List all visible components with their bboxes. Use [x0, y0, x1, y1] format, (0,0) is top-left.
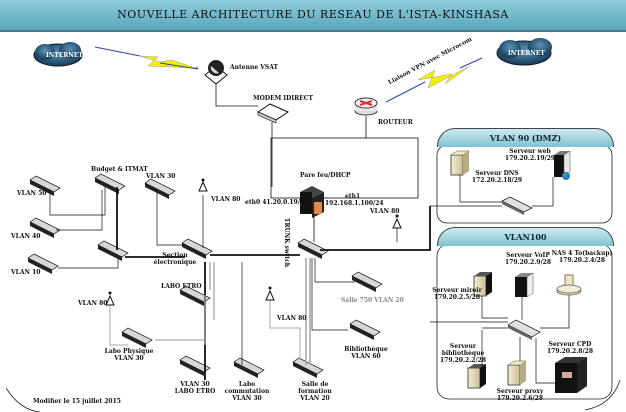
network-boundary-arc — [5, 387, 41, 412]
voip-server-ip: 179.20.2.9/28 — [504, 259, 552, 266]
switch-vlan50-icon — [29, 175, 61, 196]
salle-formation-label-1: Salle de — [301, 381, 329, 388]
switch-vlan30-top-icon — [144, 178, 176, 199]
router-label: ROUTEUR — [378, 119, 413, 126]
switch-salle-750-icon — [351, 271, 383, 292]
bibliotheque-label-1: Bibliothèque — [344, 346, 388, 353]
mirror-server-name: Serveur miroir — [432, 287, 482, 294]
switch-labo-commutation-icon — [233, 357, 265, 378]
web-server-ip: 179.20.2.19/29 — [504, 155, 556, 162]
firewall-eth1-ip: 192.168.1.100/24 — [325, 200, 384, 207]
voip-server-icon — [515, 272, 534, 298]
library-server-name-2: bibliothèque — [441, 350, 485, 357]
firewall-eth0-label: eth0 41.20.0.19/21 — [245, 199, 309, 206]
bibliotheque-label-2: VLAN 60 — [351, 353, 381, 360]
proxy-server-icon — [507, 360, 527, 386]
library-server-icon — [467, 364, 486, 389]
labo-etro-label: LABO ETRO — [161, 283, 202, 290]
switch-bibliotheque-icon — [349, 319, 381, 340]
vlan90-dmz-header: VLAN 90 (DMZ) — [437, 128, 614, 147]
voip-server-name: Serveur VoIP — [506, 252, 550, 259]
modem-icon — [256, 103, 290, 124]
vlan10-label: VLAN 10 — [11, 269, 41, 276]
switch-distribution-icon — [97, 240, 129, 261]
salle-formation-label-2: formation — [298, 388, 332, 395]
internet-cloud-left-icon — [33, 42, 83, 67]
dns-server-name: Serveur DNS — [475, 170, 519, 177]
vpn-link-icon — [385, 57, 483, 103]
cpd-server-ip: 179.20.2.8/28 — [546, 348, 594, 355]
vlan100-switch-icon — [507, 319, 541, 340]
switch-labo-physique-icon — [121, 327, 153, 348]
vsat-label: Antenne VSAT — [230, 64, 279, 71]
internet-cloud-right-icon — [496, 38, 552, 66]
switch-vlan10-icon — [27, 253, 59, 274]
budget-itmat-label: Budget & ITMAT — [91, 166, 148, 173]
switch-section-electronique-icon — [181, 238, 213, 259]
network-boundary-arc-right — [584, 379, 621, 411]
switch-core-icon — [297, 238, 329, 259]
vlan30-labo-label-2: LABO ETRO — [174, 388, 216, 395]
library-server-name-1: Serveur — [449, 343, 477, 350]
labo-commutation-label-2: commutation — [224, 388, 270, 395]
cpd-server-name: Serveur CPD — [548, 341, 592, 348]
switch-labo-etro-icon — [179, 285, 211, 306]
proxy-server-ip: 179.20.2.6/28 — [496, 395, 544, 402]
switch-budget-itmat-icon — [94, 173, 126, 194]
vlan30-labo-label-1: VLAN 30 — [180, 381, 210, 388]
mirror-server-ip: 179.20.2.5/28 — [433, 294, 481, 301]
footer-modified-note: Modifier le 15 juillet 2015 — [33, 398, 121, 405]
firewall-label: Pare feu/DHCP — [300, 172, 351, 179]
diagram-title: NOUVELLE ARCHITECTURE DU RESEAU DE L'IST… — [117, 8, 509, 21]
salle-formation-label-3: VLAN 20 — [300, 395, 330, 402]
wifi-antenna-vlan80-mid-icon — [392, 214, 402, 229]
web-server-icon — [554, 150, 571, 180]
library-server-ip: 179.20.2.2/28 — [439, 357, 487, 364]
modem-label: MODEM IDIRECT — [253, 95, 313, 102]
router-icon — [354, 97, 378, 116]
section-label-1: Section — [162, 252, 188, 259]
switch-salle-formation-icon — [292, 357, 324, 378]
switch-vlan30-labo-icon — [179, 355, 211, 376]
satellite-link-icon — [94, 46, 199, 70]
dns-server-ip: 172.20.2.18/29 — [471, 177, 523, 184]
dns-server-icon — [450, 150, 470, 176]
proxy-server-name: Serveur proxy — [496, 388, 544, 395]
wifi-antenna-vlan80-top-icon — [198, 178, 208, 192]
trunk-label: TRUNK switch — [283, 218, 290, 268]
vlan80-left-label: VLAN 80 — [78, 300, 108, 307]
labo-commutation-label-3: VLAN 30 — [232, 395, 262, 402]
dmz-switch-icon — [501, 196, 533, 215]
nas-storage-icon — [556, 274, 582, 296]
wifi-antenna-vlan80-low-icon — [265, 286, 275, 301]
vlan30-top-label: VLAN 30 — [146, 173, 176, 180]
web-server-name: Serveur web — [509, 148, 551, 155]
vlan50-a-label: VLAN 50 — [17, 190, 47, 197]
salle-750-label: Salle 750 VLAN 20 — [341, 297, 404, 304]
vlan80-low-label: VLAN 80 — [277, 315, 307, 322]
cpd-server-icon — [555, 357, 587, 393]
vlan100-header: VLAN100 — [437, 227, 614, 246]
internet-right-label: INTERNET — [508, 50, 545, 57]
vsat-antenna-icon — [204, 60, 228, 85]
section-label-2: électronique — [153, 259, 197, 266]
mirror-server-icon — [473, 272, 492, 297]
vlan80-top-label: VLAN 80 — [211, 196, 241, 203]
labo-physique-label-2: VLAN 30 — [114, 355, 144, 362]
internet-left-label: INTERNET — [46, 52, 83, 59]
labo-physique-label-1: Labo Physique — [104, 348, 154, 355]
vlan80-mid-label: VLAN 80 — [370, 208, 400, 215]
firewall-server-icon — [300, 186, 324, 218]
firewall-eth1-label: eth1 — [345, 193, 361, 200]
vlan40-label: VLAN 40 — [11, 233, 41, 240]
nas-name: NAS 4 To(backup) — [551, 250, 613, 257]
labo-commutation-label-1: Labo — [238, 381, 256, 388]
title-bar: NOUVELLE ARCHITECTURE DU RESEAU DE L'IST… — [0, 0, 626, 32]
nas-ip: 179.20.2.4/28 — [558, 257, 606, 264]
wifi-antenna-vlan80-left-icon — [105, 291, 115, 306]
